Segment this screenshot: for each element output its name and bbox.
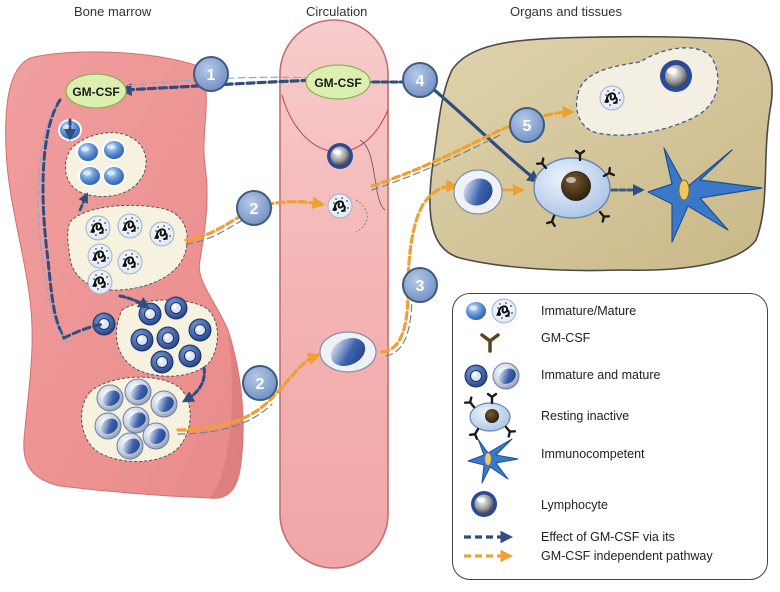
- dendritic-cell: [647, 147, 763, 243]
- dependent-pathway-arrows: [37, 76, 645, 403]
- step-number-4: 4: [416, 73, 425, 90]
- gmcsf-marrow-label: GM-CSF: [72, 85, 119, 99]
- legend-label-dependent-pathway: Effect of GM-CSF via its: [541, 530, 675, 544]
- legend-label-immature-and-mature: Immature and mature: [541, 368, 661, 382]
- vessel-marker-line: [359, 139, 386, 211]
- step-number-1: 1: [207, 67, 216, 84]
- legend-lymphocyte-icon: [471, 491, 497, 517]
- gmcsf-circulation-label: GM-CSF: [314, 76, 361, 90]
- header-circulation: Circulation: [306, 4, 368, 19]
- tissue-monocyte: [453, 169, 503, 215]
- tissue-granulocyte: [599, 85, 625, 111]
- circulating-lymphocyte: [327, 143, 353, 169]
- legend-label-resting-inactive: Resting inactive: [541, 409, 630, 423]
- header-organs-tissues: Organs and tissues: [510, 4, 623, 19]
- vessel-thin-dashed: [355, 199, 368, 233]
- header-bone-marrow: Bone marrow: [74, 4, 152, 19]
- circulating-granulocyte: [327, 193, 353, 219]
- bone-marrow-shadow: [210, 330, 244, 499]
- gmcsf-marrow-bubble: [65, 73, 127, 109]
- circulation-vessel: [279, 19, 389, 569]
- step-number-2-lower: 2: [256, 376, 265, 393]
- step-badge-4: [402, 62, 438, 98]
- circulating-monocyte: [319, 331, 377, 373]
- legend-label-immature-mature: Immature/Mature: [541, 304, 637, 318]
- step-badge-5: [509, 107, 545, 143]
- tissue-lymphocyte: [660, 60, 692, 92]
- step-number-3: 3: [416, 278, 425, 295]
- legend-icons: [463, 298, 520, 563]
- legend-lymphoid-icon: [464, 362, 520, 390]
- step-number-5: 5: [523, 118, 532, 135]
- step-number-2-upper: 2: [250, 201, 259, 218]
- resting-macrophage: [533, 149, 615, 228]
- legend-immunocompetent-icon: [467, 438, 519, 484]
- step-badge-2-lower: [242, 365, 278, 401]
- marrow-cluster-monocyte: [81, 376, 191, 462]
- step-badge-2-upper: [236, 190, 272, 226]
- legend-label-gmcsf: GM-CSF: [541, 331, 591, 345]
- marrow-cluster-granulocyte: [67, 204, 188, 295]
- marrow-cluster-lymphoid: [92, 296, 218, 377]
- step-badge-1: [193, 56, 229, 92]
- step-badge-3: [402, 267, 438, 303]
- legend-label-immunocompetent: Immunocompetent: [541, 447, 645, 461]
- legend-gmcsf-receptor-icon: [480, 333, 500, 353]
- gmcsf-circulation-bubble: [305, 64, 371, 100]
- legend-resting-inactive-icon: [463, 392, 517, 440]
- legend-immature-mature-icon: [464, 298, 517, 324]
- legend-label-independent-pathway: GM-CSF independent pathway: [541, 549, 713, 563]
- marrow-cluster-progenitor: [58, 119, 147, 197]
- legend-label-lymphocyte: Lymphocyte: [541, 498, 608, 512]
